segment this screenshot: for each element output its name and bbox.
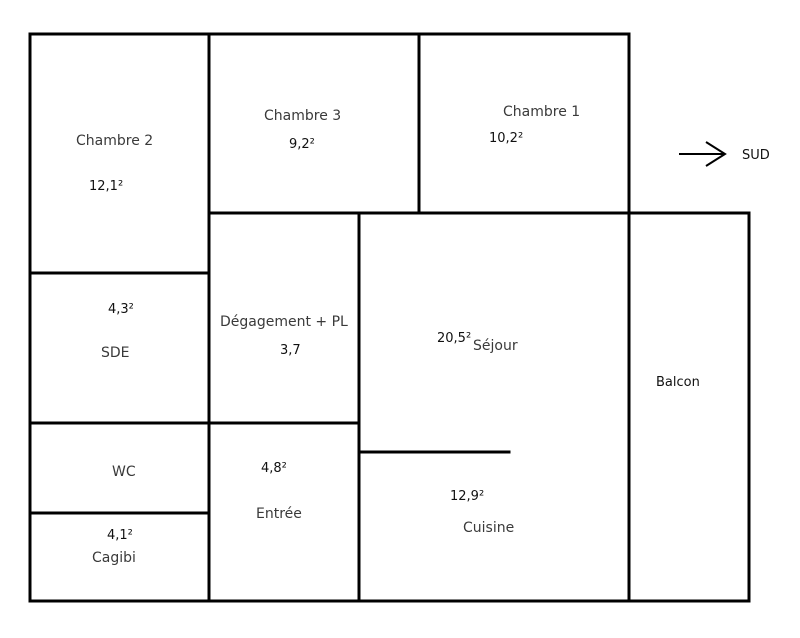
room-entree-area: 4,8² — [261, 461, 287, 476]
room-sde-name: SDE — [101, 345, 130, 361]
room-entree-name: Entrée — [256, 506, 302, 522]
room-cuisine-name: Cuisine — [463, 520, 515, 536]
room-degagement-area: 3,7 — [280, 343, 301, 358]
room-sde-area: 4,3² — [108, 302, 134, 317]
orientation-label: SUD — [742, 148, 770, 163]
room-chambre3-area: 9,2² — [289, 137, 315, 152]
room-chambre2-name: Chambre 2 — [76, 133, 154, 149]
room-chambre1-name: Chambre 1 — [503, 104, 581, 120]
arrow-right-icon — [679, 141, 727, 167]
room-cagibi-name: Cagibi — [92, 550, 136, 566]
room-wc-name: WC — [112, 464, 136, 480]
room-chambre2-area: 12,1² — [89, 179, 124, 194]
room-cagibi-area: 4,1² — [107, 528, 133, 543]
room-cuisine-area: 12,9² — [450, 489, 485, 504]
room-degagement-name: Dégagement + PL — [220, 314, 348, 330]
room-sejour-area: 20,5² — [437, 331, 472, 346]
room-chambre3-name: Chambre 3 — [264, 108, 342, 124]
room-sejour-name: Séjour — [473, 338, 518, 354]
room-balcon-name: Balcon — [656, 375, 700, 390]
room-chambre1-area: 10,2² — [489, 131, 524, 146]
